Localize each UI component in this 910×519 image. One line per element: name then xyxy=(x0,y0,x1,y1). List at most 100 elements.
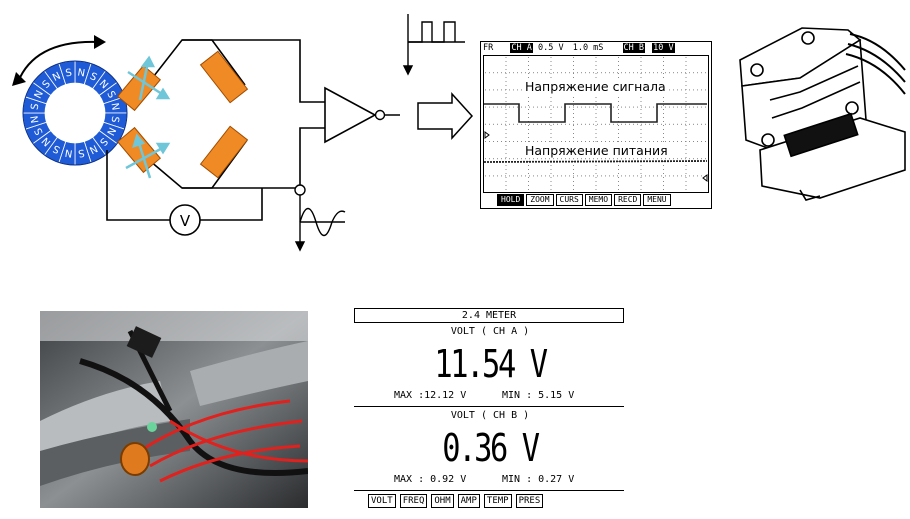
scope-grid-dot xyxy=(663,105,664,106)
scope-grid-dot xyxy=(509,106,510,108)
scope-grid-dot xyxy=(685,85,687,86)
scope-grid-dot xyxy=(621,175,622,177)
scope-grid-dot xyxy=(617,141,618,142)
scope-grid-dot xyxy=(550,73,552,74)
scope-grid-dot xyxy=(673,106,674,108)
scope-grid-dot xyxy=(528,129,529,130)
scope-grid-dot xyxy=(595,121,597,122)
scope-grid-dot xyxy=(537,72,538,74)
scope-grid-dot xyxy=(640,73,642,74)
scope-grid-dot xyxy=(641,141,642,142)
scope-memo-button[interactable]: MEMO xyxy=(584,194,613,206)
scope-grid-dot xyxy=(669,123,670,125)
scope-grid-dot xyxy=(685,157,687,158)
scope-grid-dot xyxy=(669,175,670,177)
scope-grid-dot xyxy=(625,158,626,160)
resistor-top-right xyxy=(199,50,249,104)
scope-grid-dot xyxy=(565,175,566,177)
scope-grid-dot xyxy=(618,77,619,78)
meter-volt-button[interactable]: VOLT xyxy=(368,494,396,508)
scope-grid-dot xyxy=(629,123,630,125)
scope-grid-dot xyxy=(537,106,538,108)
scope-grid-dot xyxy=(609,72,610,74)
meter-ch-b-value: 0.36 V xyxy=(442,426,540,470)
scope-grid-dot xyxy=(661,106,662,108)
voltmeter-label: V xyxy=(180,212,191,230)
scope-grid-dot xyxy=(689,123,690,125)
scope-grid-dot xyxy=(573,185,574,186)
scope-grid-dot xyxy=(595,189,597,190)
scope-grid-dot xyxy=(573,169,574,170)
meter-freq-button[interactable]: FREQ xyxy=(399,494,428,508)
scope-grid-dot xyxy=(569,141,570,142)
scope-recd-button[interactable]: RECD xyxy=(614,194,642,206)
scope-grid-dot xyxy=(701,175,702,177)
scope-grid-dot xyxy=(618,185,619,186)
scope-curs-button[interactable]: CURS xyxy=(555,194,583,206)
scope-grid-dot xyxy=(595,57,597,58)
scope-grid-dot xyxy=(501,158,502,160)
scope-grid-dot xyxy=(528,189,529,190)
scope-grid-dot xyxy=(685,169,687,170)
scope-grid-dot xyxy=(673,175,674,177)
scope-grid-dot xyxy=(589,141,590,142)
scope-grid-dot xyxy=(629,158,630,160)
scope-grid-dot xyxy=(505,106,506,108)
scope-grid-dot xyxy=(618,133,619,134)
scope-grid-dot xyxy=(573,61,574,62)
scope-grid-dot xyxy=(501,89,502,91)
scope-grid-dot xyxy=(505,97,507,98)
scope-grid-dot xyxy=(485,123,486,125)
scope-grid-dot xyxy=(637,158,638,160)
scope-grid-dot xyxy=(533,72,534,74)
scope-grid-dot xyxy=(505,175,506,177)
meter-pres-button[interactable]: PRES xyxy=(515,494,544,508)
meter-ohm-button[interactable]: OHM xyxy=(431,494,454,508)
scope-grid-dot xyxy=(663,69,664,70)
magnet-pole-label: S xyxy=(30,103,42,111)
scope-grid-dot xyxy=(621,72,622,74)
meter-button-row: VOLT FREQ OHM AMP TEMP PRES xyxy=(368,494,544,508)
scope-grid-dot xyxy=(505,57,507,58)
scope-grid-dot xyxy=(601,72,602,74)
scope-grid-dot xyxy=(505,123,506,125)
meter-amp-button[interactable]: AMP xyxy=(457,494,480,508)
scope-grid-dot xyxy=(505,125,507,126)
scope-menu-button[interactable]: MENU xyxy=(643,194,671,206)
meter-ch-a-label: VOLT ( CH A ) xyxy=(450,326,530,337)
scope-grid-dot xyxy=(617,123,618,125)
scope-grid-dot xyxy=(637,72,638,74)
scope-grid-dot xyxy=(669,141,670,142)
scope-grid-dot xyxy=(661,141,662,142)
scope-grid-dot xyxy=(561,72,562,74)
scope-grid-dot xyxy=(677,106,678,108)
scope-hold-button[interactable]: HOLD xyxy=(497,194,525,206)
scope-grid-dot xyxy=(685,153,687,154)
scope-grid-dot xyxy=(573,175,574,177)
scope-grid-dot xyxy=(550,101,552,102)
engine-bay-photo xyxy=(40,311,308,508)
scope-grid-dot xyxy=(617,72,618,74)
scope-grid-dot xyxy=(685,129,687,130)
scope-grid-dot xyxy=(573,105,574,106)
scope-grid-dot xyxy=(577,123,578,125)
scope-grid-dot xyxy=(657,158,658,160)
scope-grid-dot xyxy=(685,69,687,70)
scope-grid-dot xyxy=(685,158,686,160)
scope-grid-dot xyxy=(505,153,507,154)
scope-grid-dot xyxy=(697,158,698,160)
scope-grid-dot xyxy=(513,175,514,177)
scope-grid-dot xyxy=(550,113,552,114)
scope-grid-dot xyxy=(618,137,619,138)
scope-grid-dot xyxy=(541,106,542,108)
scope-grid-dot xyxy=(485,158,486,160)
meter-temp-button[interactable]: TEMP xyxy=(483,494,512,508)
scope-grid-dot xyxy=(601,175,602,177)
scope-grid-dot xyxy=(705,89,706,91)
scope-grid-dot xyxy=(621,141,622,142)
scope-grid-dot xyxy=(618,105,619,106)
scope-grid-dot xyxy=(697,106,698,108)
scope-grid-dot xyxy=(497,72,498,74)
scope-zoom-button[interactable]: ZOOM xyxy=(526,194,554,206)
scope-grid-dot xyxy=(705,158,706,160)
